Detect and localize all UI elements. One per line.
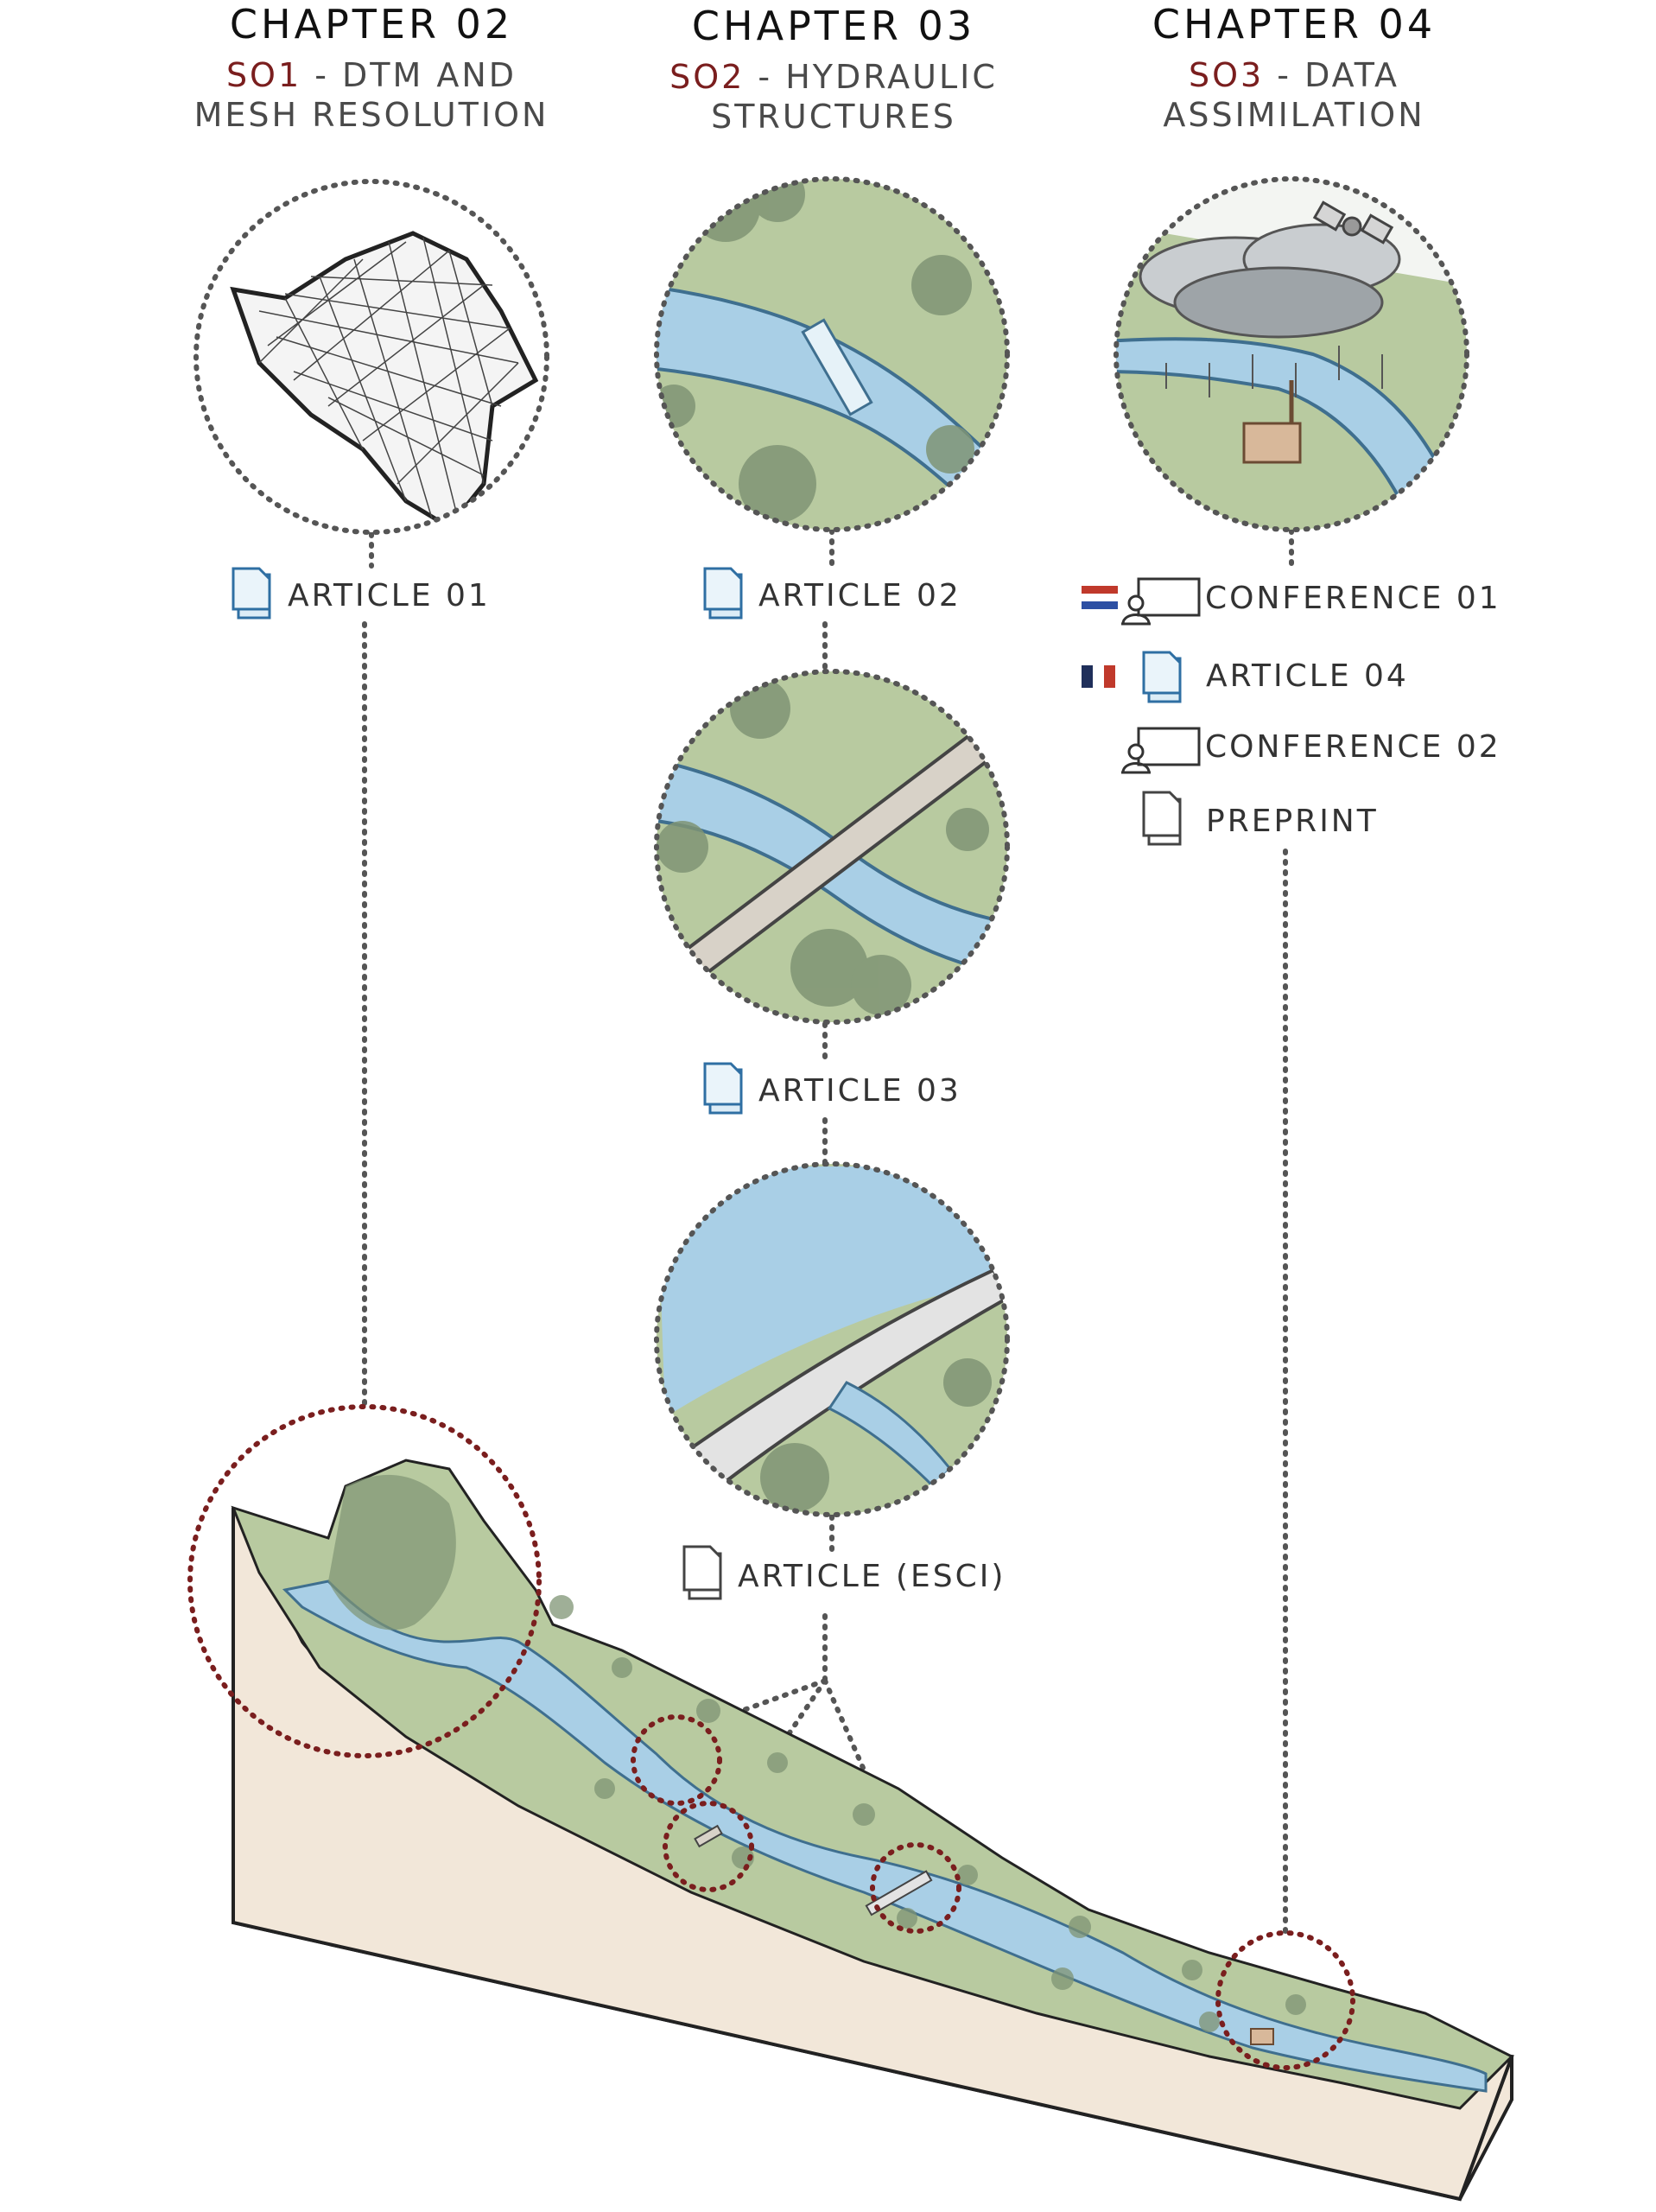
conference-presentation-icon-01 bbox=[1121, 577, 1201, 626]
conference-presentation-icon-02 bbox=[1121, 727, 1201, 774]
france-flag-icon bbox=[1082, 665, 1115, 688]
so1-separator: - bbox=[301, 56, 343, 94]
so1-subtitle: SO1 - DTM AND MESH RESOLUTION bbox=[112, 55, 631, 135]
conference-02-label: CONFERENCE 02 bbox=[1205, 729, 1501, 765]
so2-subtitle: SO2 - HYDRAULIC STRUCTURES bbox=[574, 57, 1093, 137]
dam-circle bbox=[654, 1161, 1010, 1517]
article-icon-01 bbox=[232, 567, 271, 620]
preprint-icon-esci bbox=[682, 1545, 722, 1600]
netherlands-flag-icon bbox=[1082, 586, 1118, 609]
article-01-label: ARTICLE 01 bbox=[288, 578, 491, 613]
dtm-mesh-circle bbox=[194, 179, 549, 535]
preprint-icon bbox=[1142, 791, 1182, 846]
so1-line2: MESH RESOLUTION bbox=[194, 96, 549, 134]
article-icon-03 bbox=[703, 1062, 743, 1115]
so2-code: SO2 bbox=[669, 58, 746, 96]
focus-circles bbox=[187, 1404, 1355, 2070]
satellite-icon bbox=[1312, 200, 1394, 245]
article-02-label: ARTICLE 02 bbox=[758, 578, 961, 613]
article-icon-02 bbox=[703, 567, 743, 620]
article-icon-04 bbox=[1142, 651, 1182, 703]
chapter-02-title: CHAPTER 02 bbox=[229, 1, 514, 48]
preprint-label: PREPRINT bbox=[1206, 804, 1379, 839]
so3-subtitle: SO3 - DATA ASSIMILATION bbox=[1035, 55, 1553, 135]
so2-separator: - bbox=[745, 58, 786, 96]
weir-circle bbox=[654, 176, 1010, 532]
article-04-label: ARTICLE 04 bbox=[1206, 658, 1409, 694]
so1-line1: DTM AND bbox=[342, 56, 517, 94]
so1-code: SO1 bbox=[225, 56, 302, 94]
chapter-03-heading: CHAPTER 03 SO2 - HYDRAULIC STRUCTURES bbox=[574, 2, 1093, 137]
conference-01-label: CONFERENCE 01 bbox=[1205, 581, 1501, 616]
so3-separator: - bbox=[1264, 56, 1305, 94]
article-esci-label: ARTICLE (ESCI) bbox=[738, 1559, 1006, 1594]
chapter-02-heading: CHAPTER 02 SO1 - DTM AND MESH RESOLUTION bbox=[112, 0, 631, 135]
so2-line2: STRUCTURES bbox=[711, 98, 956, 136]
chapter-04-heading: CHAPTER 04 SO3 - DATA ASSIMILATION bbox=[1035, 0, 1553, 135]
river-terrain-block bbox=[231, 1459, 1514, 2202]
so3-line2: ASSIMILATION bbox=[1163, 96, 1425, 134]
chapter-03-title: CHAPTER 03 bbox=[691, 3, 976, 49]
data-assimilation-circle bbox=[1114, 176, 1469, 532]
article-03-label: ARTICLE 03 bbox=[758, 1073, 961, 1109]
chapter-04-title: CHAPTER 04 bbox=[1152, 1, 1437, 48]
so2-line1: HYDRAULIC bbox=[785, 58, 998, 96]
so3-code: SO3 bbox=[1189, 56, 1265, 94]
bridge-circle bbox=[654, 669, 1010, 1025]
so3-line1: DATA bbox=[1304, 56, 1399, 94]
